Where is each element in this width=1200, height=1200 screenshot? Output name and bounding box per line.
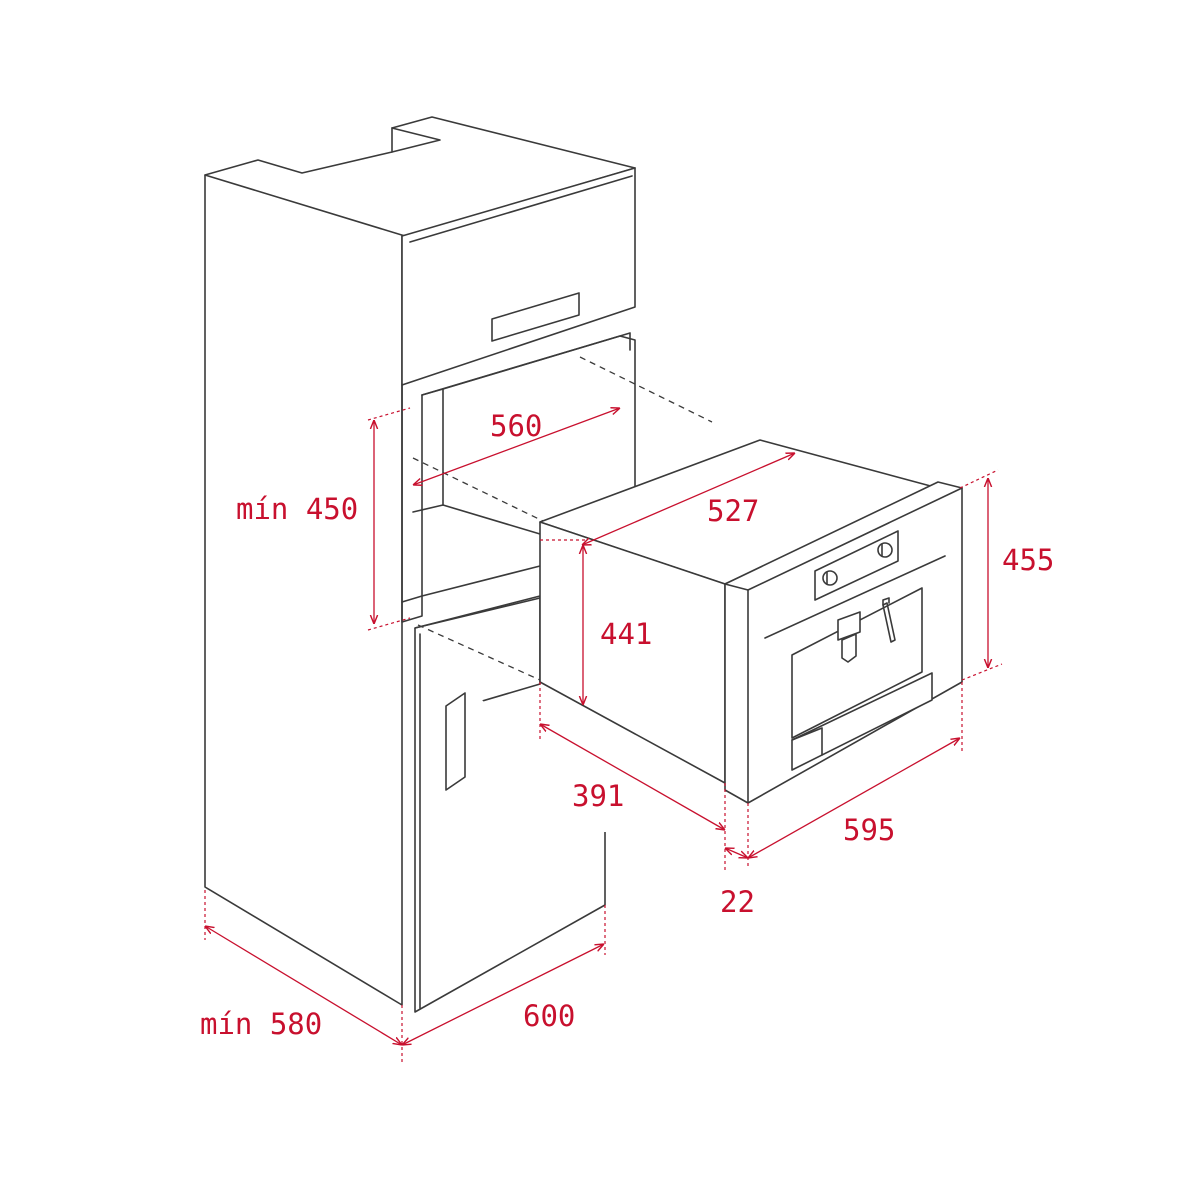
dim-line-560 [413,408,620,485]
label-595: 595 [843,813,895,847]
dim-line-595 [748,738,960,858]
label-600: 600 [523,999,575,1033]
label-391: 391 [572,779,624,813]
label-min-450: mín 450 [236,492,358,526]
niche-bottom-edge [401,565,541,603]
label-min-580: mín 580 [200,1007,322,1041]
label-560: 560 [490,409,542,443]
label-22: 22 [720,885,755,919]
dim-line-min-580 [205,926,402,1045]
dimensions [205,408,1003,1065]
niche-left-frame [401,384,423,623]
label-441: 441 [600,617,652,651]
niche-frame-right [421,335,636,561]
top-drawer-edge [409,175,633,243]
cabinet-top-notch [391,127,441,153]
door-handle [445,692,466,791]
dim-line-391 [540,724,725,830]
dim-line-22 [725,848,748,858]
niche-shelf [412,504,541,535]
tall-cabinet [204,116,636,1013]
steam-wand-icon [882,602,896,643]
cabinet-side-panel [204,174,403,1006]
dimension-labels: mín 450 560 527 455 441 391 595 22 mín 5… [200,409,1054,1041]
coffee-spout-tip [841,633,857,663]
niche-inner-left [421,388,444,506]
top-drawer-front [401,167,636,386]
label-527: 527 [707,494,759,528]
brewing-recess [791,587,923,739]
coffee-spout-icon [837,611,861,641]
drawer-handle [491,292,580,342]
label-455: 455 [1002,543,1054,577]
dim-line-527 [582,453,795,545]
front-panel-line [764,555,946,639]
control-knob-right-icon [877,542,893,558]
control-knob-left-icon [822,570,838,586]
dim-line-600 [402,944,604,1045]
